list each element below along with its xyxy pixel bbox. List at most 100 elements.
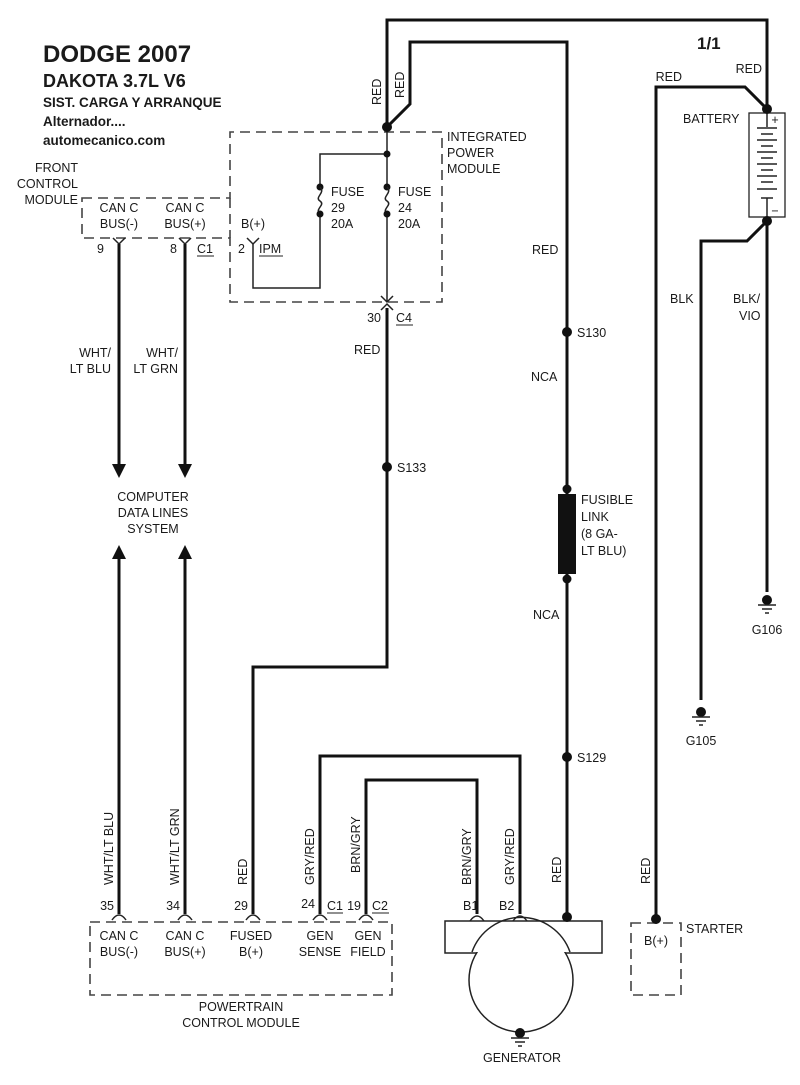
fcm-pin-9-label-1: CAN C xyxy=(100,201,139,215)
fuse-24-label-1: FUSE xyxy=(398,185,431,199)
wire-wht-lt-grn-label-2: LT GRN xyxy=(133,362,178,376)
can-bus-wires: WHT/ LT BLU WHT/ LT GRN COMPUTER DATA LI… xyxy=(70,244,192,914)
ipm-to-pcm-wire xyxy=(251,308,389,914)
fcm-connector-c1: C1 xyxy=(197,242,213,256)
generator-label: GENERATOR xyxy=(483,1051,561,1065)
fuse-24-terminal-bottom xyxy=(383,210,391,218)
ipm-internal-splice xyxy=(383,150,391,158)
fuse-29-feed-wire xyxy=(252,214,321,289)
battery: BATTERY + − xyxy=(683,104,786,226)
fcm-pin-9-number: 9 xyxy=(97,242,104,256)
fcm-pin-9-terminal xyxy=(112,237,126,246)
ipm-supply-junction xyxy=(382,122,392,132)
pcm-pin-19-number: 19 xyxy=(347,899,361,913)
pcm-pin-24-number: 24 xyxy=(301,897,315,911)
arrow-down-icon xyxy=(178,464,192,478)
c4-pin-number: 30 xyxy=(367,311,381,325)
pcm-pin-24-label-2: SENSE xyxy=(299,945,341,959)
generator-pin-b1-label: B1 xyxy=(463,899,478,913)
fuse-29-terminal-bottom xyxy=(316,210,324,218)
wire-red-label-s130: RED xyxy=(532,243,558,257)
fusible-link-terminal-bottom xyxy=(562,574,572,584)
generator-bplus-terminal xyxy=(562,912,572,922)
wire-wht-lt-grn-label-1: WHT/ xyxy=(146,346,178,360)
fusible-link-label-2: LINK xyxy=(581,510,609,524)
battery-to-starter-wire xyxy=(654,85,769,917)
front-control-module: FRONT CONTROL MODULE CAN C BUS(-) CAN C … xyxy=(17,131,443,303)
starter-pin-label: B(+) xyxy=(644,934,668,948)
arrow-up-icon xyxy=(112,545,126,559)
battery-minus-sign: − xyxy=(771,204,778,218)
gen-field-wire xyxy=(364,778,479,914)
fcm-pin-8-label-2: BUS(+) xyxy=(164,217,205,231)
battery-to-g105-wire xyxy=(699,219,769,700)
pcm-pin-29-number: 29 xyxy=(234,899,248,913)
page-number: 1/1 xyxy=(697,34,721,53)
diagram-title: DODGE 2007 xyxy=(43,41,191,68)
wire-blk-vio-label-1: BLK/ xyxy=(733,292,761,306)
generator-pin-b2-terminal xyxy=(512,915,528,922)
starter-label: STARTER xyxy=(686,922,743,936)
splice-s129 xyxy=(562,752,572,762)
pcm-name-line-2: CONTROL MODULE xyxy=(182,1016,300,1030)
fuse-24-label-3: 20A xyxy=(398,217,421,231)
arrow-up-icon xyxy=(178,545,192,559)
ground-g105-label: G105 xyxy=(686,734,717,748)
wire-nca-label-2: NCA xyxy=(533,608,560,622)
generator-pin-b1-terminal xyxy=(469,915,485,922)
fuse-29-label-1: FUSE xyxy=(331,185,364,199)
wire-red-label-generator: RED xyxy=(550,857,564,883)
ipm-name-line-1: INTEGRATED xyxy=(447,130,527,144)
pcm-pin-35-label-1: CAN C xyxy=(100,929,139,943)
pcm-pin-19-label-1: GEN xyxy=(354,929,381,943)
vehicle-model: DAKOTA 3.7L V6 xyxy=(43,71,186,91)
fcm-ipm-outline xyxy=(81,131,443,303)
fcm-pin-8-label-1: CAN C xyxy=(166,201,205,215)
pcm-pin-34-number: 34 xyxy=(166,899,180,913)
pcm-pin-35-label-2: BUS(-) xyxy=(100,945,138,959)
fcm-name-line-1: FRONT xyxy=(35,161,78,175)
wire-gry-red-label-gen: GRY/RED xyxy=(503,828,517,885)
wire-red-label-1: RED xyxy=(370,79,384,105)
computer-data-lines-label-3: SYSTEM xyxy=(127,522,178,536)
fcm-pin-8-terminal xyxy=(178,237,192,246)
wire-red-label-starter: RED xyxy=(656,70,682,84)
wire-red-label-c4: RED xyxy=(354,343,380,357)
splice-s130 xyxy=(562,327,572,337)
wire-red-label-pcm: RED xyxy=(236,859,250,885)
starter-outline xyxy=(630,922,682,996)
generator-ground-point xyxy=(515,1028,525,1038)
wire-wht-lt-blu-vertical-label: WHT/LT BLU xyxy=(102,812,116,885)
pcm-name-line-1: POWERTRAIN xyxy=(199,1000,284,1014)
header: DODGE 2007 DAKOTA 3.7L V6 SIST. CARGA Y … xyxy=(43,34,721,148)
wire-wht-lt-blu-label-1: WHT/ xyxy=(79,346,111,360)
fcm-pin-8-number: 8 xyxy=(170,242,177,256)
ground-g106-label: G106 xyxy=(752,623,783,637)
fcm-name-line-3: MODULE xyxy=(25,193,78,207)
battery-feed-wires: RED RED RED RED RED NCA NCA S130 FUSIBLE… xyxy=(370,18,769,917)
powertrain-control-module: 35 34 29 24 C1 19 C2 CAN C BUS(-) CAN C … xyxy=(89,897,393,1030)
pcm-pin-29-label-2: B(+) xyxy=(239,945,263,959)
ipm-output-arrow xyxy=(380,295,394,304)
battery-label: BATTERY xyxy=(683,112,740,126)
subject-name: Alternador.... xyxy=(43,114,126,129)
battery-plus-sign: + xyxy=(771,113,778,127)
pcm-pin-34-label-2: BUS(+) xyxy=(164,945,205,959)
gen-sense-wire xyxy=(318,754,522,914)
generator: B1 B2 GENERATOR xyxy=(444,899,603,1065)
fuse-29-icon xyxy=(317,186,323,215)
computer-data-lines-label-2: DATA LINES xyxy=(118,506,188,520)
ipm-pin-2-number: 2 xyxy=(238,242,245,256)
wire-nca-label-1: NCA xyxy=(531,370,558,384)
pcm-pin-24-terminal xyxy=(312,914,328,921)
generator-block-mask xyxy=(446,922,601,952)
c4-connector-label: C4 xyxy=(396,311,412,325)
ground-g105-point xyxy=(696,707,706,717)
generator-arc xyxy=(471,916,571,953)
wire-blk-label: BLK xyxy=(670,292,694,306)
wire-brn-gry-label-gen: BRN/GRY xyxy=(460,828,474,885)
ipm-name-line-3: MODULE xyxy=(447,162,500,176)
pcm-pin-29-terminal xyxy=(245,914,261,921)
c4-terminal xyxy=(380,302,394,311)
